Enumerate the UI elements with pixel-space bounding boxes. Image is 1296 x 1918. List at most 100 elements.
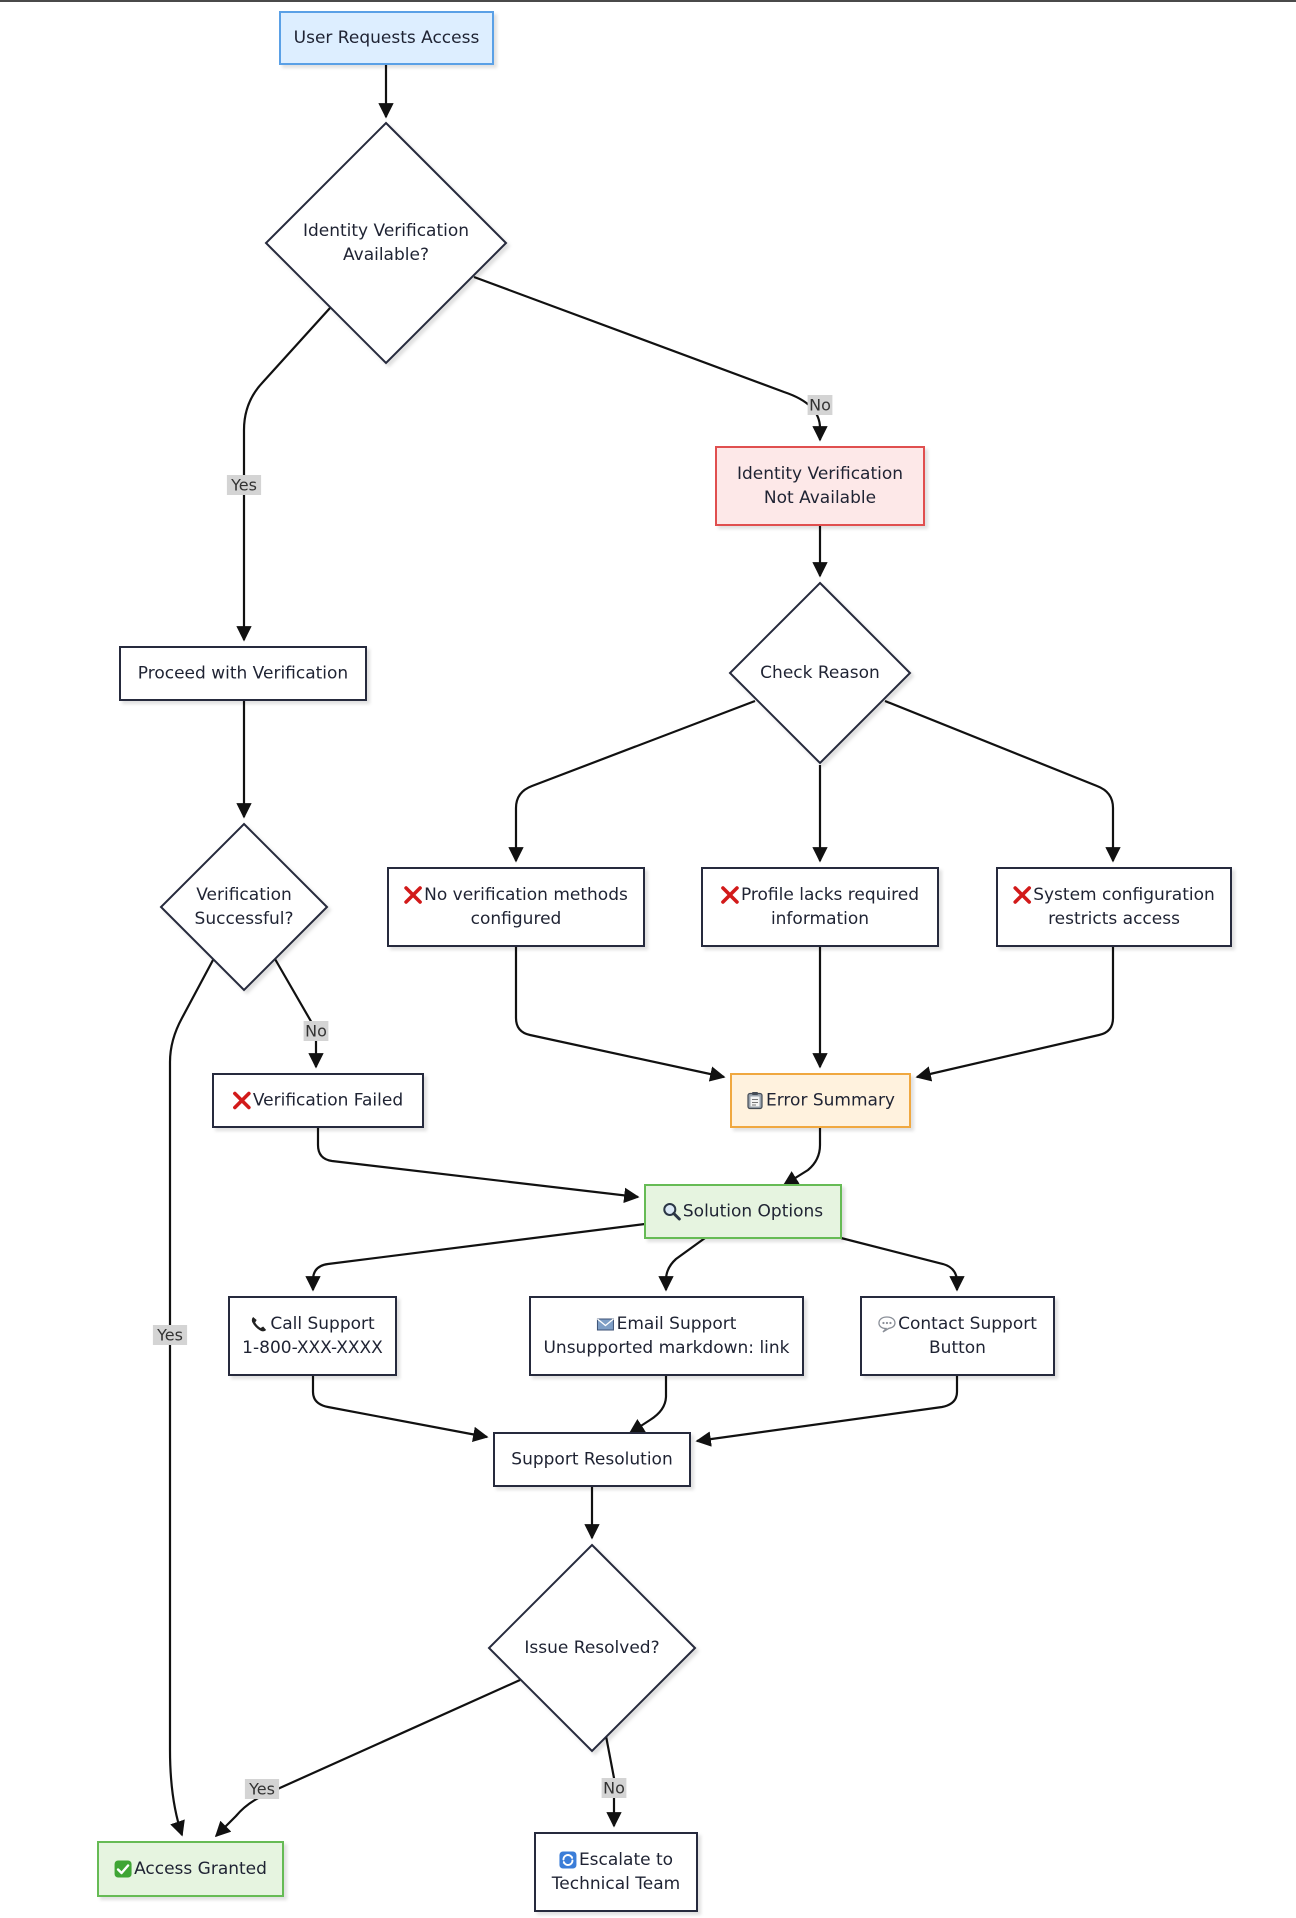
node-proceed: Proceed with Verification bbox=[119, 646, 367, 701]
node-support-resolution: Support Resolution bbox=[493, 1432, 691, 1487]
profile-lacks-label-line-2: information bbox=[771, 909, 869, 929]
edge-label-text: No bbox=[305, 1022, 327, 1041]
no-methods-box bbox=[387, 867, 645, 947]
system-config-box bbox=[996, 867, 1232, 947]
edge-label-resolved-no: No bbox=[601, 1778, 627, 1798]
red-x-icon bbox=[721, 886, 739, 904]
reason-to-system-edge bbox=[884, 699, 1121, 863]
identity-check-label-line-2: Available? bbox=[343, 245, 429, 265]
contact-support-box bbox=[860, 1296, 1055, 1376]
node-error-summary: Error Summary bbox=[730, 1073, 911, 1128]
support-resolution-box bbox=[493, 1432, 691, 1487]
solution-to-contact-edge bbox=[840, 1236, 965, 1292]
node-solution-options: Solution Options bbox=[644, 1184, 842, 1239]
reason-to-no-methods-edge bbox=[508, 699, 756, 863]
refresh-icon bbox=[559, 1851, 577, 1869]
edge-label-background bbox=[244, 1779, 280, 1799]
node-escalate: Escalate to Technical Team bbox=[534, 1832, 698, 1912]
call-to-resolution-edge bbox=[311, 1375, 489, 1442]
no-methods-to-summary-edge bbox=[514, 946, 726, 1082]
node-verify-failed: Verification Failed bbox=[212, 1073, 424, 1128]
check-reason-label-line-1: Check Reason bbox=[760, 663, 880, 683]
edge-label-text: Yes bbox=[156, 1326, 183, 1345]
edge-label-background bbox=[303, 1021, 329, 1041]
node-check-reason: Check Reason bbox=[728, 581, 912, 765]
issue-resolved-label-line-1: Issue Resolved? bbox=[524, 1638, 659, 1658]
magnifier-icon bbox=[663, 1203, 681, 1221]
edge-label-text: No bbox=[603, 1779, 625, 1798]
email-support-label-line-1: Email Support bbox=[617, 1314, 737, 1334]
call-support-label-line-2: 1-800-XXX-XXXX bbox=[242, 1338, 383, 1358]
verify-no-edge bbox=[274, 958, 324, 1069]
contact-to-resolution-edge bbox=[695, 1375, 959, 1447]
email-support-box bbox=[529, 1296, 804, 1376]
call-support-label-line-1: Call Support bbox=[270, 1314, 375, 1334]
verify-failed-to-solution-edge bbox=[316, 1127, 640, 1204]
node-no-methods: No verification methods configured bbox=[387, 867, 645, 947]
identity-check-label-line-1: Identity Verification bbox=[303, 221, 469, 241]
not-available-label-line-1: Identity Verification bbox=[737, 464, 903, 484]
phone-icon bbox=[251, 1317, 267, 1332]
top-border bbox=[0, 0, 1296, 2]
escalate-label-line-2: Technical Team bbox=[551, 1874, 680, 1894]
check-mark-icon bbox=[114, 1860, 132, 1878]
edge-label-verify-yes: Yes bbox=[152, 1325, 188, 1345]
call-support-box bbox=[228, 1296, 397, 1376]
edge-label-background bbox=[807, 395, 833, 415]
email-support-label-line-2: Unsupported markdown: link bbox=[543, 1338, 789, 1358]
solution-to-call-edge bbox=[305, 1222, 646, 1292]
edges bbox=[168, 64, 1121, 1838]
profile-lacks-label-line-1: Profile lacks required bbox=[741, 885, 919, 905]
speech-bubble-icon bbox=[878, 1316, 896, 1333]
escalate-label-line-1: Escalate to bbox=[579, 1850, 673, 1870]
edge-label-background bbox=[152, 1325, 188, 1345]
edge-label-verify-no: No bbox=[303, 1021, 329, 1041]
issue-yes-edge bbox=[214, 1678, 521, 1838]
profile-lacks-box bbox=[701, 867, 939, 947]
contact-support-label-line-1: Contact Support bbox=[898, 1314, 1037, 1334]
start-label-line-1: User Requests Access bbox=[294, 28, 480, 48]
proceed-label-line-1: Proceed with Verification bbox=[138, 664, 348, 684]
edge-label-identity-yes: Yes bbox=[226, 475, 262, 495]
node-start: User Requests Access bbox=[279, 11, 494, 65]
summary-to-solution-edge bbox=[782, 1127, 822, 1186]
solution-to-email-edge bbox=[658, 1237, 706, 1292]
red-x-icon bbox=[233, 1091, 251, 1110]
edge-label-resolved-yes: Yes bbox=[244, 1779, 280, 1799]
access-granted-label-line-1: Access Granted bbox=[134, 1859, 267, 1879]
edge-label-background bbox=[226, 475, 262, 495]
system-to-summary-edge bbox=[915, 946, 1115, 1082]
no-methods-label-line-2: configured bbox=[471, 909, 562, 929]
verify-success-label-line-2: Successful? bbox=[195, 909, 294, 929]
envelope-icon bbox=[596, 1318, 614, 1331]
escalate-box bbox=[534, 1832, 698, 1912]
identity-no-edge bbox=[473, 275, 828, 442]
not-available-box bbox=[715, 446, 925, 526]
clipboard-icon bbox=[747, 1092, 763, 1110]
edge-label-text: Yes bbox=[248, 1780, 275, 1799]
system-config-label-line-2: restricts access bbox=[1048, 909, 1180, 929]
error-summary-label-line-1: Error Summary bbox=[766, 1091, 895, 1111]
node-call-support: Call Support 1-800-XXX-XXXX bbox=[228, 1296, 397, 1376]
verify-success-diamond bbox=[159, 822, 329, 992]
red-x-icon bbox=[1013, 886, 1032, 904]
no-methods-label-line-1: No verification methods bbox=[424, 885, 628, 905]
contact-support-label-line-2: Button bbox=[929, 1338, 986, 1358]
verify-failed-box bbox=[212, 1073, 424, 1128]
identity-yes-edge bbox=[236, 307, 331, 642]
edge-label-background bbox=[601, 1778, 627, 1798]
node-issue-resolved: Issue Resolved? bbox=[487, 1543, 697, 1753]
red-x-icon bbox=[404, 886, 422, 904]
edge-label-identity-no: No bbox=[807, 395, 833, 415]
check-reason-diamond bbox=[728, 581, 912, 765]
node-access-granted: Access Granted bbox=[97, 1841, 284, 1897]
solution-options-box bbox=[644, 1184, 842, 1239]
identity-check-diamond bbox=[264, 121, 508, 365]
